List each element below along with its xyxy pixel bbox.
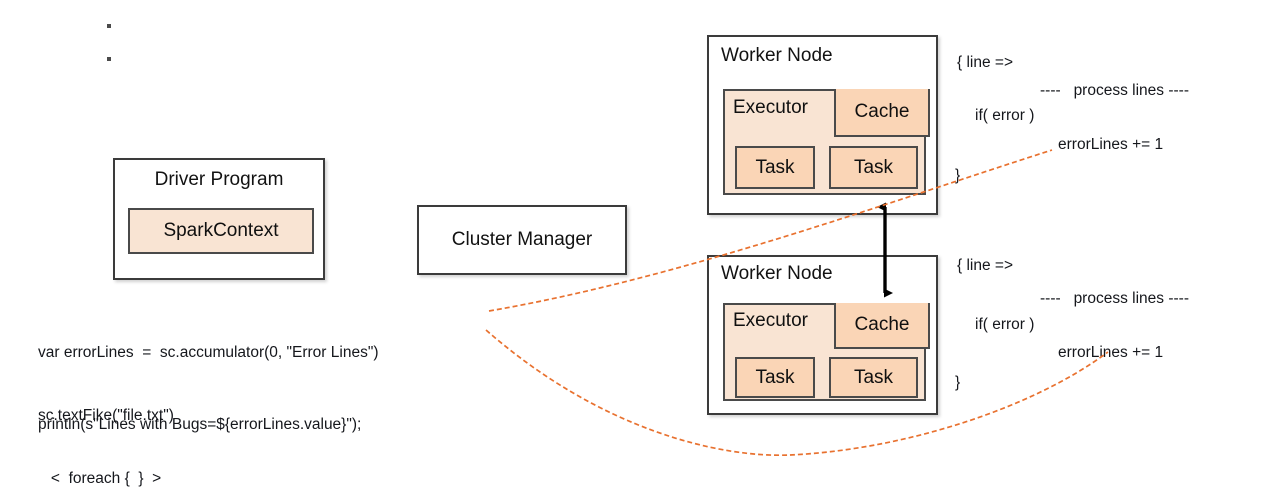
- worker-node-1-executor-box[interactable]: Executor Cache Task Task: [723, 89, 930, 195]
- worker-code-2-line-1: { line =>: [957, 257, 1014, 274]
- worker-code-2-line-4: errorLines += 1: [1058, 344, 1164, 361]
- worker-code-2-line-5: }: [955, 374, 961, 391]
- worker-node-1-task-1[interactable]: Task: [735, 146, 815, 189]
- sparkcontext-box[interactable]: SparkContext: [128, 208, 314, 254]
- worker-node-1-box[interactable]: Worker Node Executor Cache Task Task: [707, 35, 938, 215]
- worker-node-2-box[interactable]: Worker Node Executor Cache Task Task: [707, 255, 938, 415]
- driver-code-println: println(s"Lines with Bugs=${errorLines.v…: [38, 416, 362, 433]
- worker-node-2-executor-label: Executor: [733, 310, 808, 331]
- worker-code-1-line-3: if( error ): [975, 107, 1035, 124]
- worker-node-2-cache-box[interactable]: Cache: [834, 303, 930, 349]
- worker-code-2-line-3: if( error ): [975, 316, 1035, 333]
- driver-code-block: var errorLines = sc.accumulator(0, "Erro…: [38, 300, 379, 502]
- worker-node-2-executor-box[interactable]: Executor Cache Task Task: [723, 303, 930, 401]
- driver-program-box[interactable]: Driver Program SparkContext: [113, 158, 325, 280]
- worker-node-1-task-2[interactable]: Task: [829, 146, 918, 189]
- worker-node-1-title: Worker Node: [721, 45, 833, 66]
- worker-code-1-line-2: ---- process lines ----: [1040, 82, 1189, 99]
- stray-dot-lower: [107, 57, 111, 61]
- cluster-manager-label: Cluster Manager: [451, 229, 593, 250]
- worker-code-1-line-5: }: [955, 167, 961, 184]
- worker-code-1-line-4: errorLines += 1: [1058, 136, 1164, 153]
- driver-code-line-2: sc.textFike("file.txt"): [38, 407, 174, 424]
- cluster-manager-box[interactable]: Cluster Manager: [417, 205, 627, 275]
- driver-code-line-1: var errorLines = sc.accumulator(0, "Erro…: [38, 344, 379, 361]
- stray-dot-upper: [107, 24, 111, 28]
- worker-node-2-task-1[interactable]: Task: [735, 357, 815, 398]
- worker-code-1-line-1: { line =>: [957, 54, 1014, 71]
- worker-node-1-cache-box[interactable]: Cache: [834, 89, 930, 137]
- worker-node-1-executor-label: Executor: [733, 97, 808, 118]
- worker-node-2-title: Worker Node: [721, 263, 833, 284]
- worker-code-2-line-2: ---- process lines ----: [1040, 290, 1189, 307]
- driver-program-title: Driver Program: [154, 169, 284, 190]
- driver-code-line-3: < foreach { } >: [38, 470, 162, 487]
- worker-node-2-task-2[interactable]: Task: [829, 357, 918, 398]
